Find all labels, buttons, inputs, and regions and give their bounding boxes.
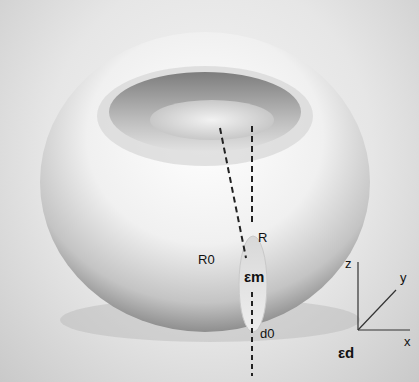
permittivity-label: εm (242, 268, 266, 285)
hole-floor (150, 100, 274, 140)
r-dashed-line (251, 126, 253, 226)
radius-label: R (256, 230, 269, 245)
inner-rim (97, 66, 313, 166)
torus-body (40, 32, 370, 332)
d0-dashed-line (251, 292, 253, 376)
distance-label: d0 (258, 326, 276, 341)
x-axis (358, 329, 410, 330)
z-axis (357, 262, 358, 330)
axis-label: z (343, 256, 354, 271)
cross-section (239, 236, 267, 332)
permittivity-label: εd (336, 344, 356, 361)
axis-label: x (402, 334, 413, 349)
torus-hole (109, 72, 301, 152)
axis-label: y (398, 270, 409, 285)
r0-dashed-line (220, 128, 246, 258)
y-axis (358, 290, 396, 330)
radius-label: R0 (196, 252, 217, 267)
